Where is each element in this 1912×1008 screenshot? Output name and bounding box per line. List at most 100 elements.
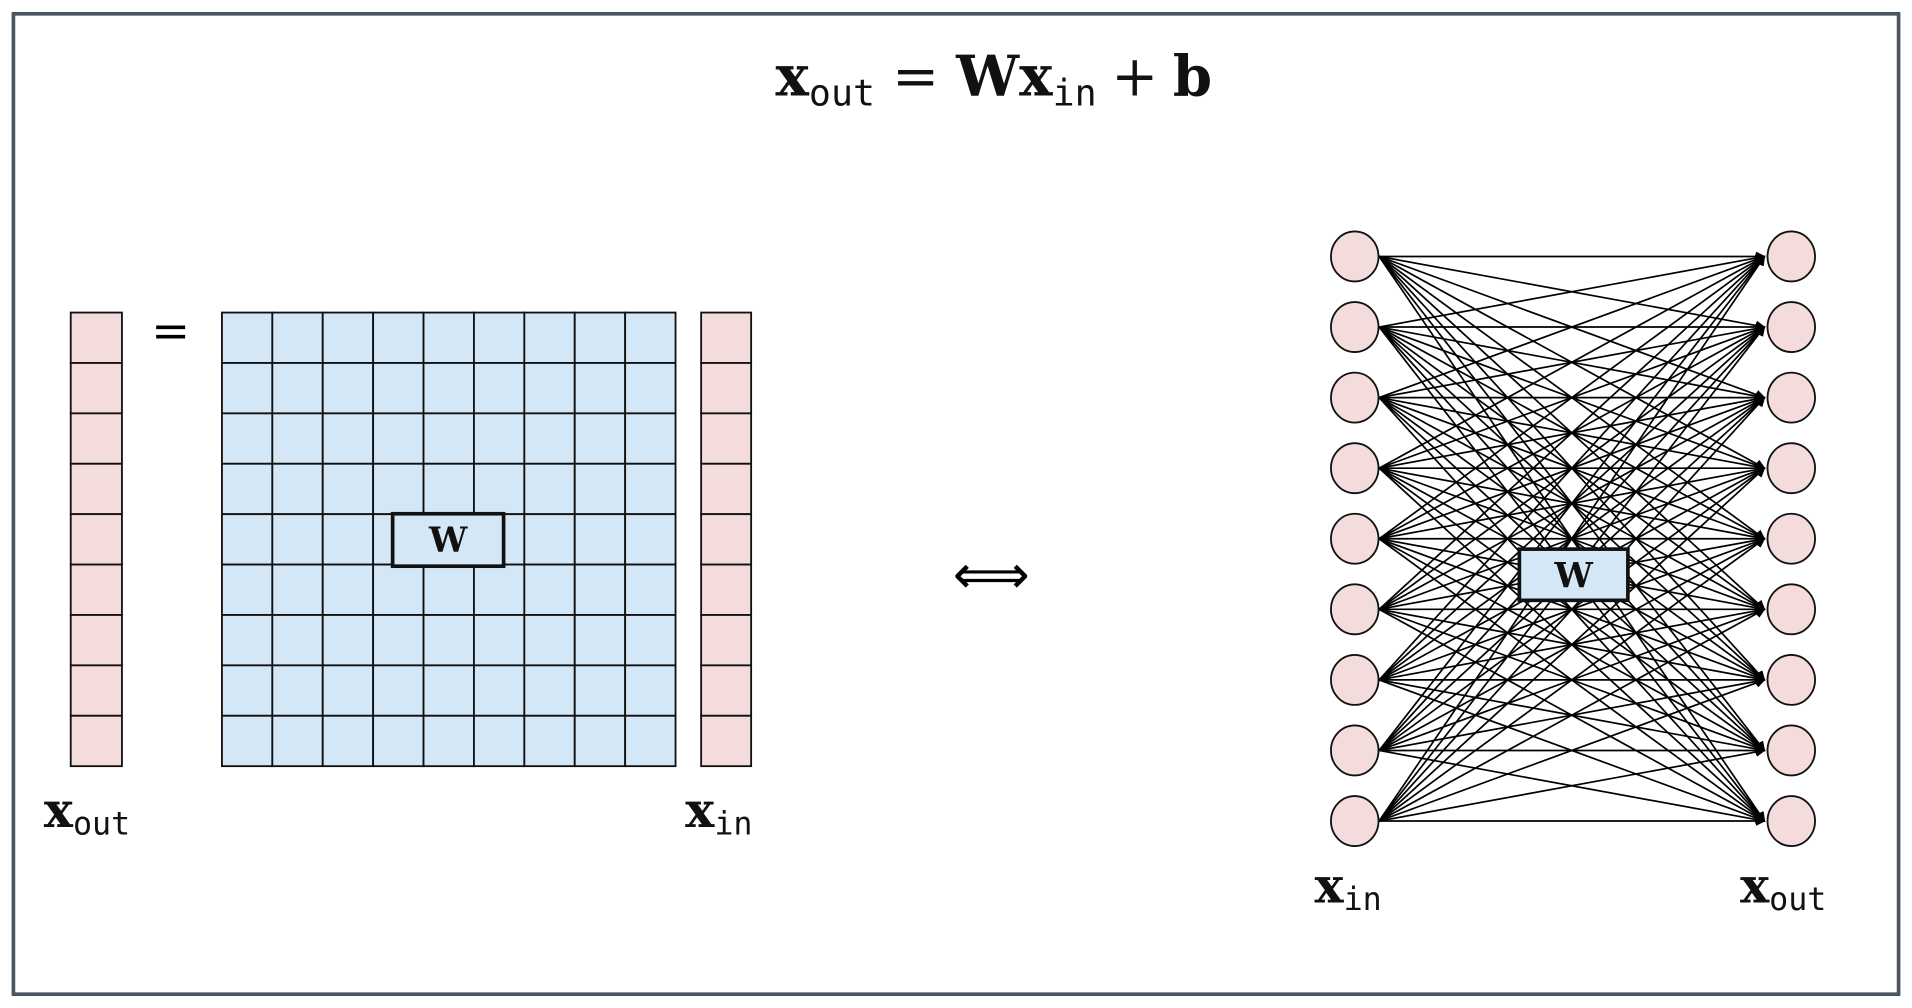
input-node bbox=[1330, 724, 1380, 777]
out-vector-cell bbox=[69, 462, 123, 516]
title-equation: xout=Wxin+b bbox=[775, 44, 1212, 115]
matrix-cell bbox=[271, 614, 324, 667]
matrix-cell bbox=[271, 714, 324, 768]
in-vector-cell bbox=[700, 362, 753, 415]
matrix-cell bbox=[473, 362, 526, 415]
matrix-cell bbox=[422, 311, 475, 364]
matrix-cell bbox=[372, 462, 425, 516]
output-node bbox=[1766, 230, 1816, 283]
matrix-cell bbox=[372, 563, 425, 616]
matrix-cell bbox=[624, 714, 677, 768]
output-node bbox=[1766, 653, 1816, 706]
matrix-cell bbox=[624, 513, 677, 566]
input-node bbox=[1330, 371, 1380, 424]
matrix-cell bbox=[573, 362, 627, 415]
matrix-cell bbox=[271, 311, 324, 364]
network-edge bbox=[1378, 678, 1766, 822]
in-vector-cell bbox=[700, 664, 753, 717]
out-vector-cell bbox=[69, 311, 123, 364]
matrix-cell bbox=[422, 714, 475, 768]
matrix-cell bbox=[573, 714, 627, 768]
equivalence-arrow: ⟺ bbox=[953, 543, 1030, 606]
matrix-cell bbox=[624, 614, 677, 667]
matrix-cell bbox=[372, 311, 425, 364]
matrix-cell bbox=[523, 664, 576, 717]
input-node bbox=[1330, 583, 1380, 636]
network-out-label: xout bbox=[1740, 857, 1826, 918]
out-vector-cell bbox=[69, 362, 123, 415]
matrix-cell bbox=[372, 614, 425, 667]
network-edge bbox=[1378, 467, 1766, 822]
in-vector-cell bbox=[700, 513, 753, 566]
input-node bbox=[1330, 230, 1380, 283]
network-edge bbox=[1378, 608, 1766, 822]
matrix-cell bbox=[523, 563, 576, 616]
network-edge bbox=[1378, 254, 1766, 399]
in-vector-cell bbox=[700, 311, 753, 364]
matrix-cell bbox=[321, 412, 375, 465]
in-vector-cell bbox=[700, 614, 753, 667]
output-node bbox=[1766, 301, 1816, 353]
out-vector-cell bbox=[69, 664, 123, 717]
network-weight-label: W bbox=[1553, 556, 1593, 596]
matrix-cell bbox=[422, 664, 475, 717]
matrix-cell bbox=[271, 362, 324, 415]
matrix-cell bbox=[271, 513, 324, 566]
matrix-cell bbox=[221, 664, 274, 717]
output-node bbox=[1766, 795, 1816, 847]
matrix-cell bbox=[573, 513, 627, 566]
network-edge bbox=[1378, 396, 1766, 822]
matrix-cell bbox=[221, 714, 274, 768]
matrix-cell bbox=[624, 311, 677, 364]
matrix-cell bbox=[523, 714, 576, 768]
network-nodes bbox=[1330, 230, 1816, 847]
network-edge bbox=[1378, 538, 1766, 822]
matrix-cell bbox=[372, 412, 425, 465]
network-edge bbox=[1378, 747, 1766, 822]
matrix-cell bbox=[473, 311, 526, 364]
out-vector-cell bbox=[69, 513, 123, 566]
matrix-out-label: xout bbox=[44, 781, 130, 842]
out-vector-cell bbox=[69, 563, 123, 616]
network-weight-box bbox=[1517, 547, 1630, 603]
matrix-cell bbox=[523, 311, 576, 364]
matrix-cell bbox=[372, 664, 425, 717]
matrix-cell bbox=[321, 614, 375, 667]
network-edge bbox=[1378, 253, 1766, 328]
matrix-cell bbox=[624, 563, 677, 616]
network-edge bbox=[1378, 255, 1766, 751]
matrix-cell bbox=[271, 462, 324, 516]
network-edge bbox=[1378, 255, 1766, 681]
matrix-cell bbox=[221, 412, 274, 465]
matrix-cell bbox=[573, 563, 627, 616]
input-node bbox=[1330, 512, 1380, 565]
in-vector-cell bbox=[700, 563, 753, 616]
matrix-cell bbox=[624, 462, 677, 516]
output-node bbox=[1766, 512, 1816, 565]
matrix-cell bbox=[573, 311, 627, 364]
matrix-cell bbox=[523, 513, 576, 566]
input-node bbox=[1330, 795, 1380, 847]
matrix-cell bbox=[473, 462, 526, 516]
network-edge bbox=[1378, 255, 1766, 540]
matrix-cell bbox=[422, 614, 475, 667]
out-vector-cell bbox=[69, 714, 123, 768]
matrix-cell bbox=[321, 462, 375, 516]
matrix-cell bbox=[523, 462, 576, 516]
matrix-cell bbox=[271, 412, 324, 465]
matrix-cell bbox=[321, 664, 375, 717]
matrix-cell bbox=[422, 362, 475, 415]
matrix-cell bbox=[221, 311, 274, 364]
matrix-cell bbox=[221, 614, 274, 667]
output-node bbox=[1766, 442, 1816, 495]
output-node bbox=[1766, 371, 1816, 424]
matrix-equals-sign: = bbox=[151, 304, 190, 358]
matrix-cell bbox=[321, 563, 375, 616]
matrix-cell bbox=[573, 462, 627, 516]
matrix-weight-label: W bbox=[428, 521, 468, 561]
matrix-view bbox=[69, 311, 753, 768]
matrix-cell bbox=[321, 311, 375, 364]
network-edge bbox=[1378, 255, 1766, 822]
matrix-cell bbox=[271, 563, 324, 616]
